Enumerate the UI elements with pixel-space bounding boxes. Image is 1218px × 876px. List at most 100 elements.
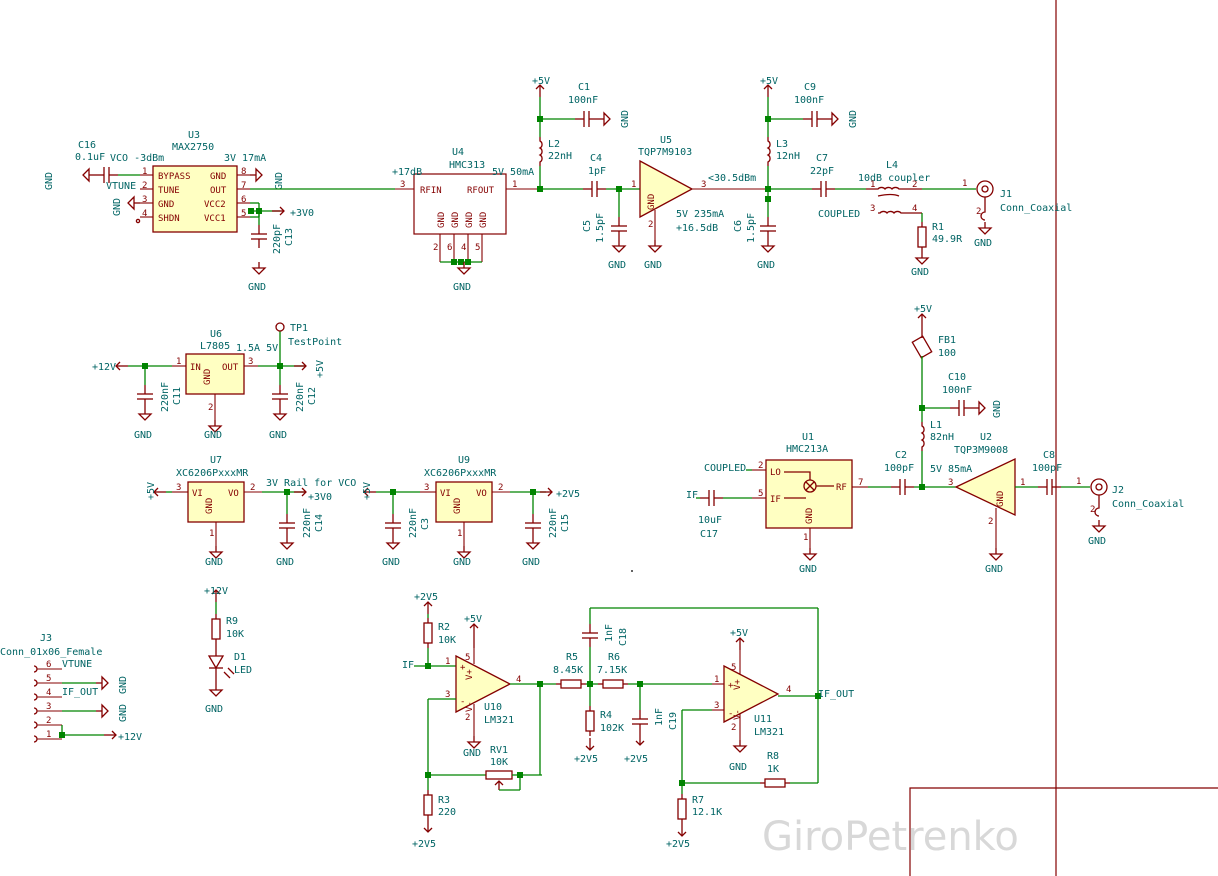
svg-text:4: 4 (461, 243, 466, 253)
c3-value: 220nF (408, 508, 419, 538)
svg-text:GND: GND (647, 194, 657, 210)
p5v-label: +5V (362, 482, 373, 500)
p3v0-label: +3V0 (290, 208, 314, 219)
u6-pin-out: OUT (222, 363, 239, 373)
svg-text:3: 3 (714, 701, 719, 711)
r6-value: 7.15K (597, 665, 627, 676)
u7-pin-vo: VO (228, 489, 239, 499)
if-label: IF (402, 660, 414, 671)
l2-value: 22nH (548, 151, 572, 162)
p3v0-label: +3V0 (308, 492, 332, 503)
p5v-label: +5V (760, 76, 778, 87)
p5v-label: +5V (146, 482, 157, 500)
l4-value: 10dB coupler (858, 173, 930, 184)
p2v5-label: +2V5 (574, 754, 598, 765)
j3-connector[interactable]: J3 Conn_01x06_Female 6 5 4 3 2 1 VTUNE G… (0, 633, 142, 743)
j1-connector[interactable] (976, 180, 994, 198)
u4-body[interactable] (413, 173, 507, 235)
gnd-label: GND (118, 704, 129, 722)
u4-value: HMC313 (449, 160, 485, 171)
r1-value: 49.9R (932, 234, 963, 245)
fb1-ferrite[interactable] (911, 335, 933, 359)
u11-opamp[interactable] (723, 664, 780, 724)
c2-value: 100pF (884, 463, 914, 474)
svg-text:GND: GND (451, 212, 461, 228)
c9-ref: C9 (804, 82, 816, 93)
u3-value: MAX2750 (172, 142, 214, 153)
svg-text:GND: GND (437, 212, 447, 228)
c11-ref: C11 (172, 387, 183, 405)
pa-stage-1: +5V GND C1 100nF L2 22nH C4 1pF C5 1.5pF… (532, 76, 768, 271)
r9-ref: R9 (226, 616, 238, 627)
c10-ref: C10 (948, 372, 966, 383)
c19-value: 1nF (654, 708, 665, 726)
gnd-label: GND (453, 557, 471, 568)
u9-body[interactable] (435, 481, 493, 523)
j2-connector[interactable] (1090, 478, 1108, 496)
svg-text:4: 4 (46, 688, 51, 698)
u3-body[interactable] (152, 165, 238, 233)
svg-text:V+: V+ (465, 669, 475, 680)
c12-value: 220nF (295, 382, 306, 412)
svg-text:5: 5 (475, 243, 480, 253)
c3-ref: C3 (420, 518, 431, 530)
l2-ref: L2 (548, 139, 560, 150)
c12-ref: C12 (307, 387, 318, 405)
gnd-label: GND (44, 172, 55, 190)
u1-body[interactable] (765, 459, 853, 529)
u10-opamp[interactable] (455, 654, 512, 714)
svg-text:2: 2 (142, 181, 147, 191)
svg-text:7: 7 (858, 478, 863, 488)
u2-ref: U2 (980, 432, 992, 443)
svg-text:8: 8 (241, 167, 246, 177)
u6-power: 1.5A 5V (236, 343, 278, 354)
tp1-ref: TP1 (290, 323, 308, 334)
svg-text:2: 2 (912, 180, 917, 190)
vtune-label: VTUNE (106, 181, 136, 192)
svg-text:+: + (728, 681, 734, 691)
gnd-label: GND (205, 557, 223, 568)
u6-body[interactable] (185, 353, 245, 395)
p5v-label: +5V (464, 614, 482, 625)
u5-body[interactable] (639, 159, 694, 219)
tp1-testpoint[interactable] (275, 322, 285, 332)
svg-text:2: 2 (648, 220, 653, 230)
r9-value: 10K (226, 629, 244, 640)
svg-text:2: 2 (208, 403, 213, 413)
gnd-label: GND (134, 430, 152, 441)
gnd-label: GND (274, 172, 285, 190)
p5v-label: +5V (730, 628, 748, 639)
svg-text:3: 3 (424, 483, 429, 493)
svg-text:1: 1 (176, 357, 181, 367)
r6-ref: R6 (608, 652, 620, 663)
gnd-label: GND (799, 564, 817, 575)
u1-value: HMC213A (786, 444, 828, 455)
u4-rfout: RFOUT (467, 186, 495, 196)
j1-ref: J1 (1000, 189, 1012, 200)
gnd-label: GND (1088, 536, 1106, 547)
tp1-value: TestPoint (288, 337, 342, 348)
rv1-pot[interactable] (485, 770, 513, 780)
svg-text:V-: V- (733, 709, 743, 720)
c6-ref: C6 (733, 220, 744, 232)
svg-text:6: 6 (46, 660, 51, 670)
c17-ref: C17 (700, 529, 718, 540)
u9-pin-vi: VI (440, 489, 451, 499)
svg-text:3: 3 (870, 204, 875, 214)
u4-ref: U4 (452, 147, 464, 158)
svg-text:6: 6 (447, 243, 452, 253)
d1-led[interactable] (207, 655, 225, 670)
u4-power: 5V 50mA (492, 167, 534, 178)
svg-text:3: 3 (176, 483, 181, 493)
r2-value: 10K (438, 635, 456, 646)
rv1-value: 10K (490, 757, 508, 768)
u7-body[interactable] (187, 481, 245, 523)
p5v-label: +5V (914, 304, 932, 315)
svg-text:1: 1 (803, 533, 808, 543)
svg-text:3: 3 (445, 690, 450, 700)
fb1-ref: FB1 (938, 335, 956, 346)
c4-ref: C4 (590, 153, 602, 164)
svg-text:2: 2 (433, 243, 438, 253)
coupled-label: COUPLED (818, 209, 860, 220)
